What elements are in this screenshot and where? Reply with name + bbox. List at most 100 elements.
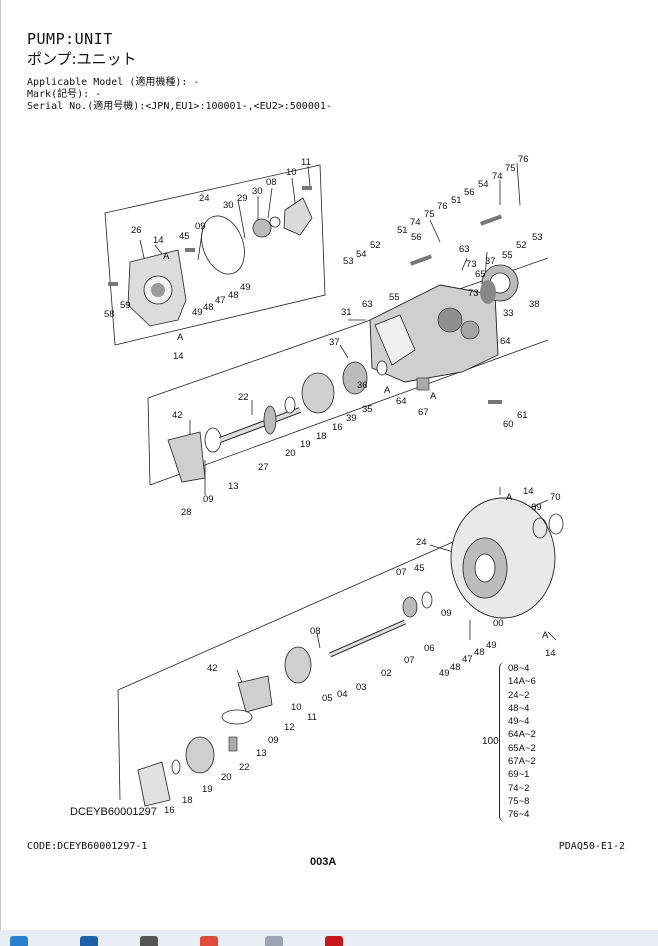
explorer-icon[interactable]	[10, 936, 28, 946]
callout-51: 51	[451, 195, 462, 206]
kit-item: 65A~2	[508, 742, 536, 754]
callout-48d: 48	[474, 647, 485, 658]
callout-42b: 42	[207, 663, 218, 674]
callout-36: 36	[357, 380, 368, 391]
callout-16b: 16	[164, 805, 175, 816]
callout-47: 47	[215, 295, 226, 306]
callout-03: 03	[356, 682, 367, 693]
callout-14c: 14	[523, 486, 534, 497]
callout-51b: 51	[397, 225, 408, 236]
callout-37b: 37	[329, 337, 340, 348]
callout-09c: 09	[441, 608, 452, 619]
callout-19: 19	[300, 439, 311, 450]
serial-number: Serial No.(適用号機):<JPN,EU1>:100001-,<EU2>…	[27, 101, 332, 112]
callout-07b: 07	[404, 655, 415, 666]
callout-30: 30	[252, 186, 263, 197]
callout-29: 29	[237, 193, 248, 204]
callout-13: 13	[228, 481, 239, 492]
callout-28: 28	[181, 507, 192, 518]
callout-76b: 76	[437, 201, 448, 212]
callout-48: 48	[203, 302, 214, 313]
page-number: 003A	[310, 856, 337, 868]
callout-a5: A	[506, 492, 513, 503]
callout-10: 10	[286, 167, 297, 178]
callout-26: 26	[131, 225, 142, 236]
repair-kit-brace	[499, 662, 507, 822]
repair-kit-list: 08~4 14A~6 24~2 48~4 49~4 64A~2 65A~2 67…	[508, 662, 536, 822]
callout-11: 11	[301, 157, 311, 168]
page-edge	[0, 0, 1, 930]
kit-item: 64A~2	[508, 729, 536, 741]
callout-07: 07	[396, 567, 407, 578]
callout-53b: 53	[343, 256, 354, 267]
callout-73b: 73	[468, 288, 479, 299]
callout-27: 27	[258, 462, 269, 473]
callout-08: 08	[266, 177, 277, 188]
pump-housing	[369, 214, 519, 404]
callout-14: 14	[153, 235, 164, 246]
applicable-model: Applicable Model (適用機種): -	[27, 77, 200, 88]
callout-38: 38	[529, 299, 540, 310]
callout-12: 12	[284, 722, 295, 733]
document-icon[interactable]	[265, 936, 283, 946]
document-code: CODE:DCEYB60001297-1	[27, 841, 148, 852]
title-japanese: ポンプ:ユニット	[27, 50, 137, 68]
callout-30b: 30	[223, 200, 234, 211]
callout-10b: 10	[291, 702, 302, 713]
callout-52: 52	[516, 240, 527, 251]
mark: Mark(記号): -	[27, 89, 102, 100]
callout-64b: 64	[396, 396, 407, 407]
callout-55: 55	[502, 250, 513, 261]
callout-37: 37	[485, 256, 496, 267]
callout-74b: 74	[410, 217, 421, 228]
callout-45: 45	[179, 231, 190, 242]
callout-56b: 56	[411, 232, 422, 243]
callout-59: 59	[120, 300, 131, 311]
mail-icon[interactable]	[80, 936, 98, 946]
callout-55b: 55	[389, 292, 400, 303]
pdf-reader-icon[interactable]	[325, 936, 343, 946]
callout-11b: 11	[307, 712, 317, 723]
callout-a4: A	[430, 391, 437, 402]
callout-20: 20	[285, 448, 296, 459]
callout-22b: 22	[239, 762, 250, 773]
frame-left-line	[147, 397, 151, 486]
callout-a3: A	[384, 385, 391, 396]
callout-09: 09	[195, 221, 206, 232]
frame-mid-line	[149, 339, 549, 486]
callout-76: 76	[518, 154, 529, 165]
callout-a1: A	[163, 251, 170, 262]
callout-54b: 54	[356, 249, 367, 260]
callout-47b: 47	[462, 654, 473, 665]
frame-upper-line	[147, 257, 549, 399]
repair-kit-number: 100	[482, 736, 499, 747]
callout-49d: 49	[486, 640, 497, 651]
kit-item: 69~1	[508, 769, 530, 781]
cover-assembly	[108, 186, 313, 327]
callout-18: 18	[316, 431, 327, 442]
document-reference: PDAQ50-E1-2	[558, 841, 625, 852]
kit-item: 24~2	[508, 689, 530, 701]
callout-67: 67	[418, 407, 429, 418]
upper-rotating-group	[167, 360, 388, 483]
browser-icon[interactable]	[200, 936, 218, 946]
callout-20b: 20	[221, 772, 232, 783]
callout-74: 74	[492, 171, 503, 182]
callout-16: 16	[332, 422, 343, 433]
callout-70: 70	[550, 492, 561, 503]
frame-lower-left	[117, 689, 121, 801]
flange-assembly	[137, 497, 564, 807]
callout-33: 33	[503, 308, 514, 319]
taskbar	[0, 930, 658, 946]
callout-09b: 09	[203, 494, 214, 505]
callout-08b: 08	[310, 626, 321, 637]
settings-icon[interactable]	[140, 936, 158, 946]
callout-49c: 49	[439, 668, 450, 679]
kit-item: 48~4	[508, 702, 530, 714]
callout-39: 39	[346, 413, 357, 424]
image-code: DCEYB60001297	[70, 806, 157, 818]
title-english: PUMP:UNIT	[27, 30, 113, 48]
callout-09d: 09	[268, 735, 279, 746]
callout-61: 61	[517, 410, 528, 421]
